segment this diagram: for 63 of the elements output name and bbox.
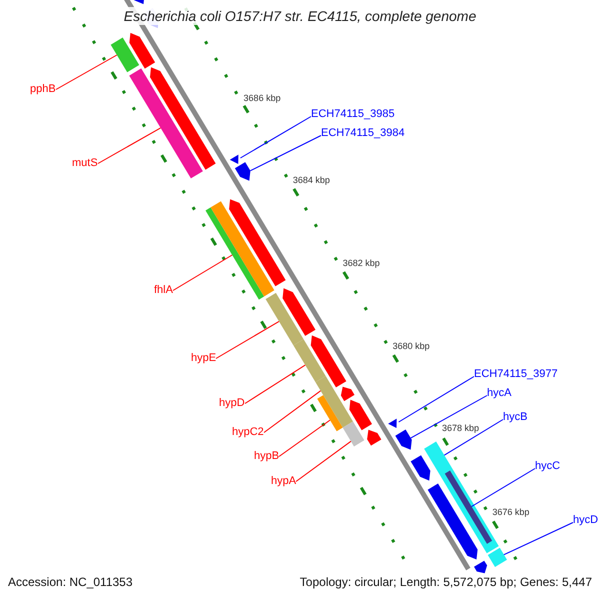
scale-label: 3682 kbp: [342, 258, 380, 270]
gene-pentagon: [229, 199, 286, 286]
gene-label: ECH74115_3984: [321, 126, 405, 140]
gene-pentagon: [340, 386, 354, 402]
gene-bar: [210, 201, 274, 296]
gene-pentagon: [150, 67, 216, 170]
scale-label: 3686 kbp: [244, 92, 281, 104]
gene-triangle: [388, 418, 397, 428]
scale-label: 3684 kbp: [292, 174, 330, 186]
leader-line: [216, 320, 280, 359]
gene-label: hycC: [535, 460, 560, 472]
scale-label: 3680 kbp: [392, 341, 430, 352]
gene-label: ECH74115_3977: [474, 368, 558, 380]
gene-pentagon: [310, 335, 346, 388]
gene-bar: [316, 376, 353, 428]
leader-line: [278, 420, 330, 457]
gene-label: mutS: [72, 156, 98, 170]
accession-text: Accession: NC_011353: [8, 575, 133, 589]
genome-summary-text: Topology: circular; Length: 5,572,075 bp; Genes: 5,447: [300, 575, 592, 589]
gene-label: hypE: [191, 352, 216, 364]
scale-label: 3676 kbp: [492, 507, 530, 518]
gene-label: hypD: [219, 396, 245, 410]
leader-line: [250, 135, 322, 172]
gene-pentagon: [367, 430, 382, 446]
gene-label: hypB: [254, 450, 280, 462]
leader-line: [471, 468, 536, 507]
gene-pentagon: [428, 484, 478, 560]
gene-label: hycA: [487, 386, 512, 400]
gene-bar: [293, 339, 326, 382]
gene-bar: [129, 68, 203, 178]
gene-bar: [206, 207, 264, 300]
gene-bar: [317, 395, 343, 432]
leader-line: [503, 522, 574, 556]
gene-label: hypC2: [232, 426, 264, 438]
gene-pentagon: [349, 400, 372, 430]
gene-label: hycB: [503, 410, 528, 424]
gene-label: fhlA: [154, 284, 173, 296]
leader-line: [264, 390, 322, 433]
gene-bar: [110, 38, 140, 72]
gene-triangle: [230, 154, 238, 164]
gene-bar: [488, 548, 507, 567]
gene-bar: [266, 292, 304, 346]
gene-bar: [444, 470, 492, 544]
leader-line: [98, 127, 162, 164]
gene-pentagon: [395, 430, 412, 450]
gene-label: hypA: [271, 474, 296, 488]
scale-label: 3678 kbp: [442, 423, 479, 434]
gene-pentagon: [129, 32, 156, 69]
gene-label: hycD: [573, 514, 598, 526]
leader-line: [444, 419, 504, 456]
leader-line: [240, 116, 312, 158]
leader-line: [296, 440, 352, 482]
gene-label: pphB: [30, 82, 56, 96]
gene-pentagon: [410, 455, 430, 481]
leader-line: [410, 395, 488, 439]
gene-pentagon: [234, 162, 250, 181]
leader-line: [244, 364, 306, 404]
gene-pentagon: [282, 288, 316, 336]
leader-line: [172, 254, 233, 291]
leader-line: [398, 376, 474, 422]
gene-bar: [342, 422, 364, 446]
leader-line: [56, 54, 118, 90]
gene-label: ECH74115_3985: [311, 108, 395, 120]
